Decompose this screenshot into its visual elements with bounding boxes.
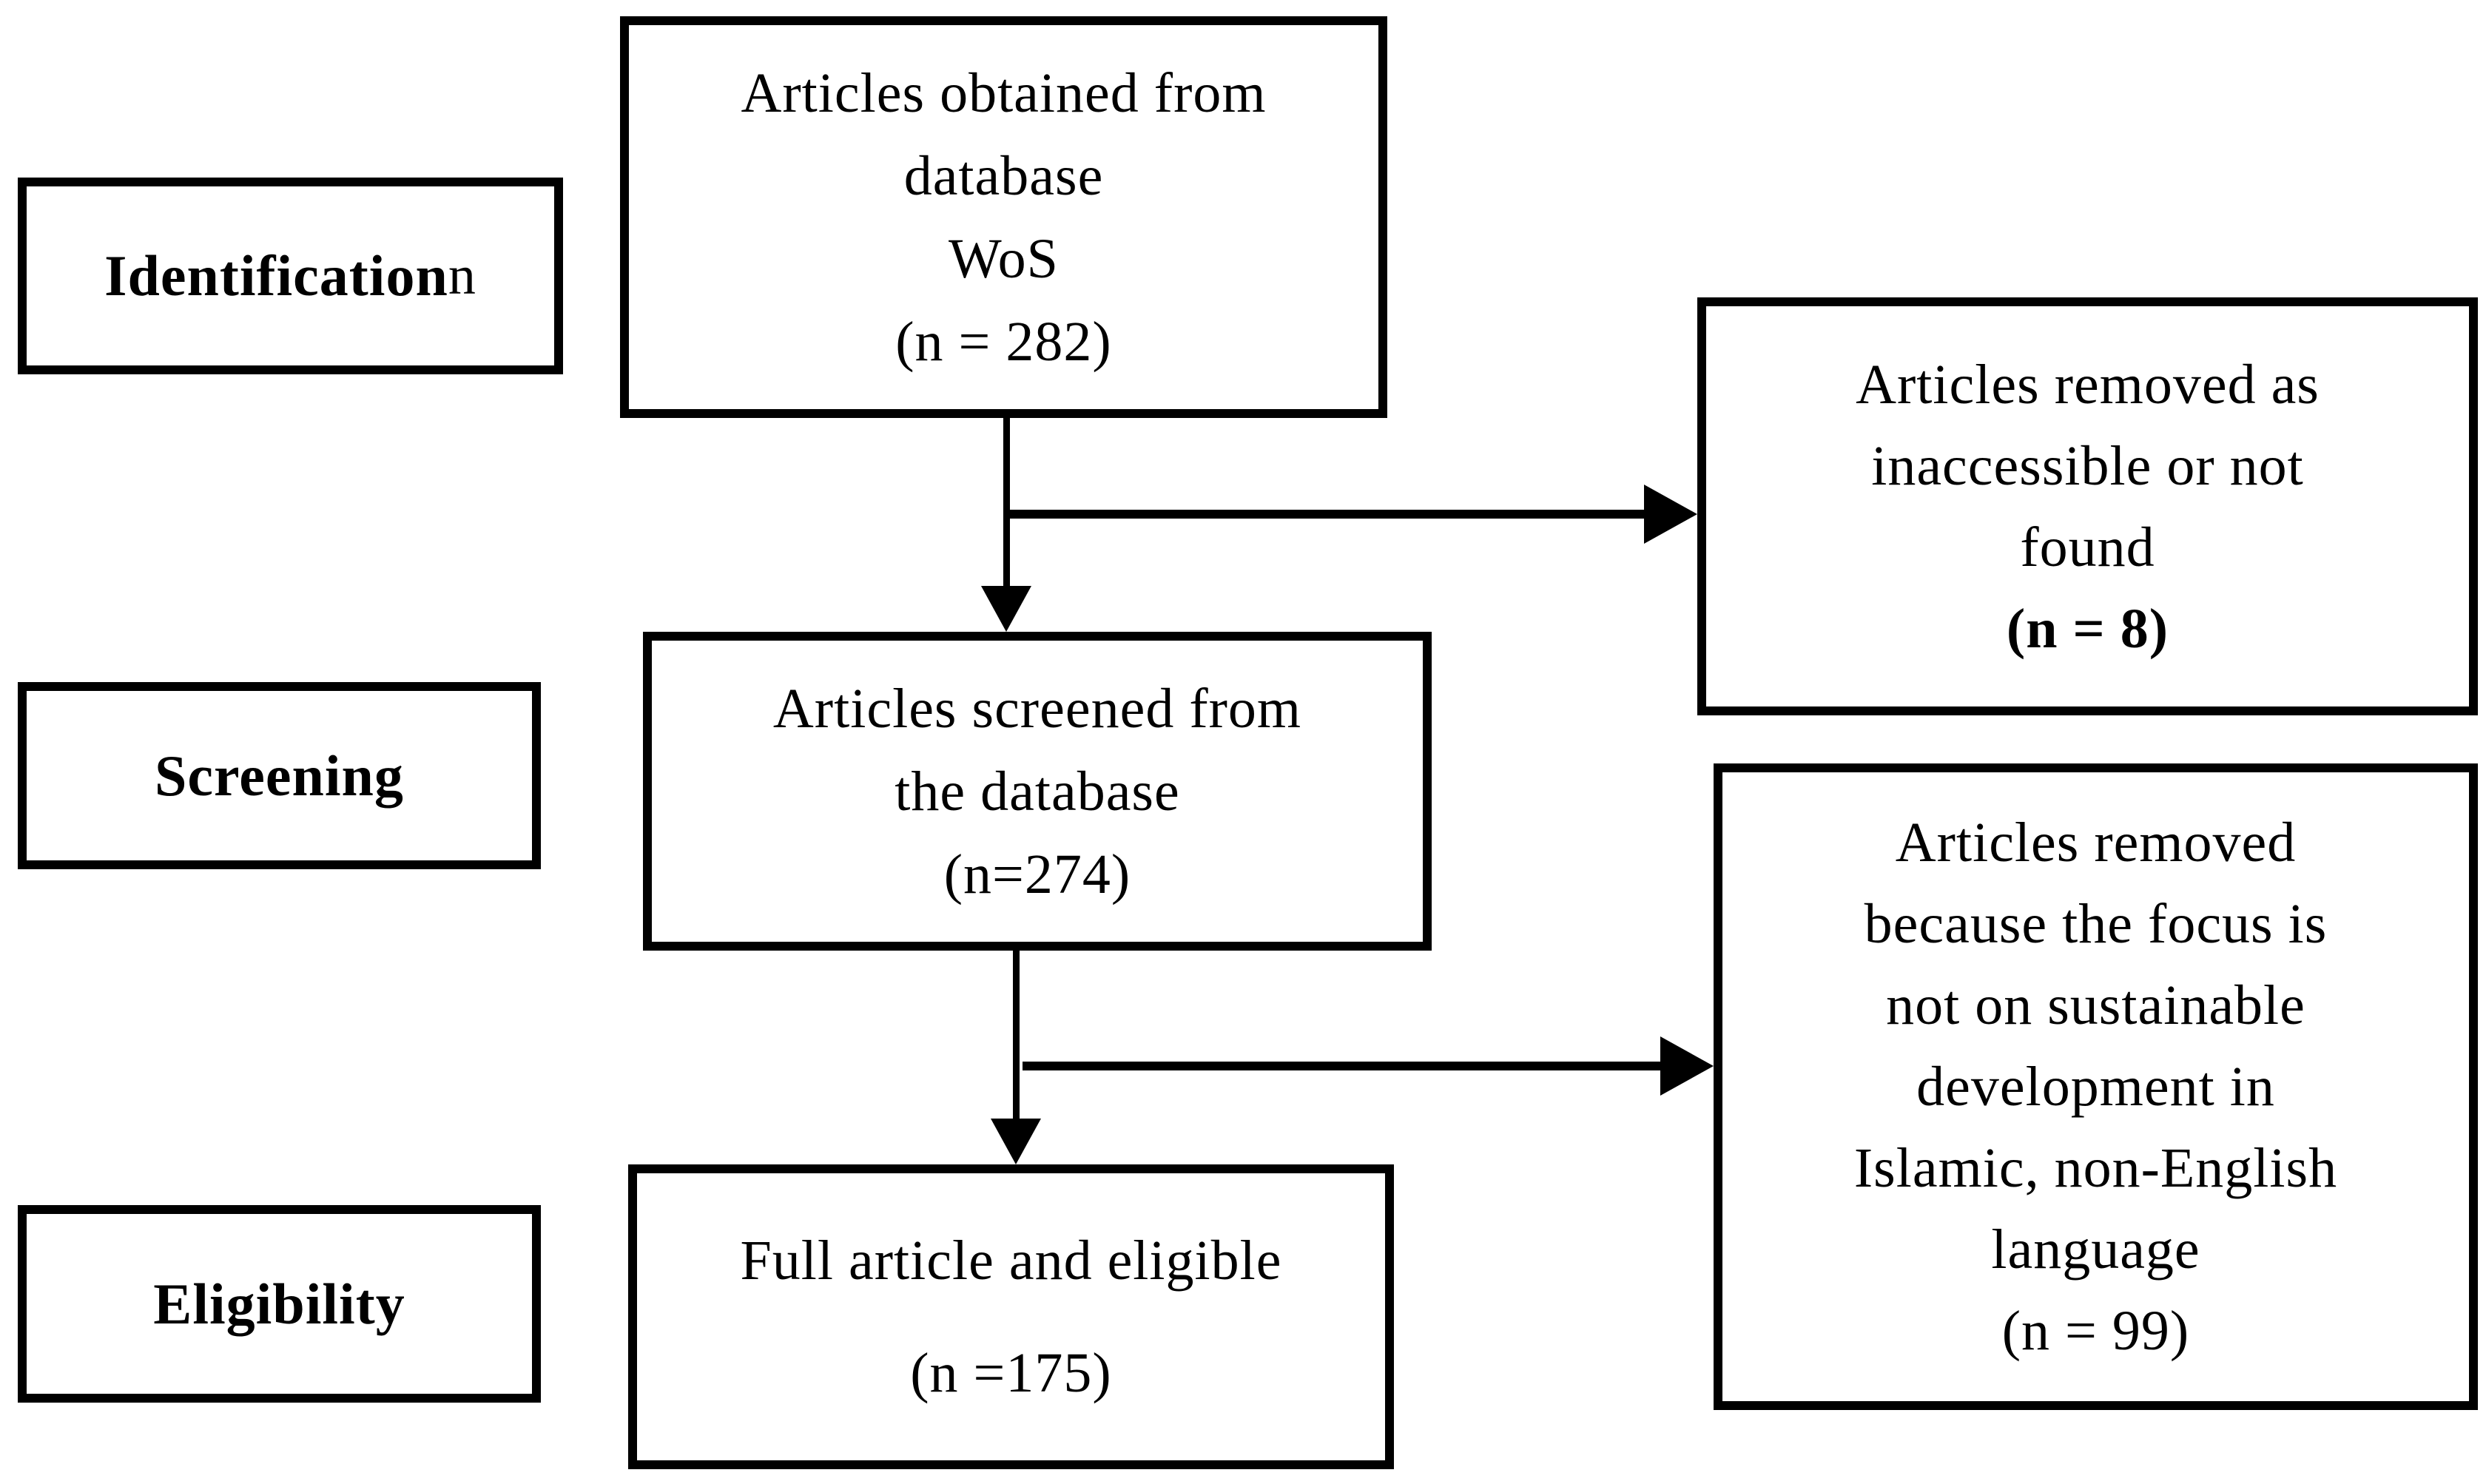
count-line: (n =175) bbox=[910, 1342, 1112, 1404]
text-line: Articles obtained from bbox=[741, 61, 1267, 124]
box-removed-inaccessible: Articles removed as inaccessible or not … bbox=[1697, 297, 2478, 715]
count-line: (n = 282) bbox=[895, 310, 1112, 373]
stage-label-identification: Identification bbox=[104, 243, 448, 308]
text-line: inaccessible or not bbox=[1871, 434, 2304, 497]
arrow-obtained-to-screened-line bbox=[1003, 414, 1010, 596]
box-full-article-eligible: Full article and eligible (n =175) bbox=[628, 1164, 1394, 1469]
stage-label-screening: Screening bbox=[155, 743, 404, 808]
text-line: Articles screened from bbox=[772, 677, 1302, 740]
text-line: Islamic, non-English bbox=[1853, 1137, 2338, 1199]
stage-label-eligibility: Eligibility bbox=[153, 1271, 405, 1336]
count-line: (n = 8) bbox=[2006, 597, 2169, 660]
arrow-right-icon bbox=[1644, 485, 1697, 544]
box-articles-obtained: Articles obtained from database WoS (n =… bbox=[620, 16, 1387, 418]
count-line: (n = 99) bbox=[2001, 1300, 2190, 1362]
text-line: not on sustainable bbox=[1886, 974, 2305, 1036]
arrow-down-icon bbox=[991, 1119, 1041, 1164]
arrow-screened-to-eligible-line bbox=[1013, 947, 1020, 1121]
count-line: (n=274) bbox=[943, 843, 1131, 905]
text-line: database bbox=[903, 144, 1104, 207]
text-line: found bbox=[2020, 516, 2155, 579]
text-line: language bbox=[1991, 1218, 2200, 1281]
stage-box-screening: Screening bbox=[18, 682, 541, 869]
box-articles-screened: Articles screened from the database (n=2… bbox=[643, 632, 1432, 951]
text-line: because the focus is bbox=[1864, 893, 2328, 955]
arrow-right-icon bbox=[1660, 1036, 1714, 1096]
arrow-branch-to-inaccessible-line bbox=[1003, 510, 1644, 519]
box-removed-focus: Articles removed because the focus is no… bbox=[1714, 763, 2478, 1410]
stage-label-identification-suffix: n bbox=[448, 246, 476, 306]
text-line: the database bbox=[895, 760, 1180, 823]
text-line: development in bbox=[1916, 1056, 2275, 1118]
text-line: Full article and eligible bbox=[740, 1230, 1282, 1292]
arrow-down-icon bbox=[981, 586, 1031, 632]
text-line: WoS bbox=[949, 227, 1059, 290]
text-line: Articles removed as bbox=[1856, 353, 2320, 416]
text-line: Articles removed bbox=[1895, 812, 2297, 874]
arrow-branch-to-focus-line bbox=[1023, 1062, 1661, 1070]
stage-box-eligibility: Eligibility bbox=[18, 1205, 541, 1403]
